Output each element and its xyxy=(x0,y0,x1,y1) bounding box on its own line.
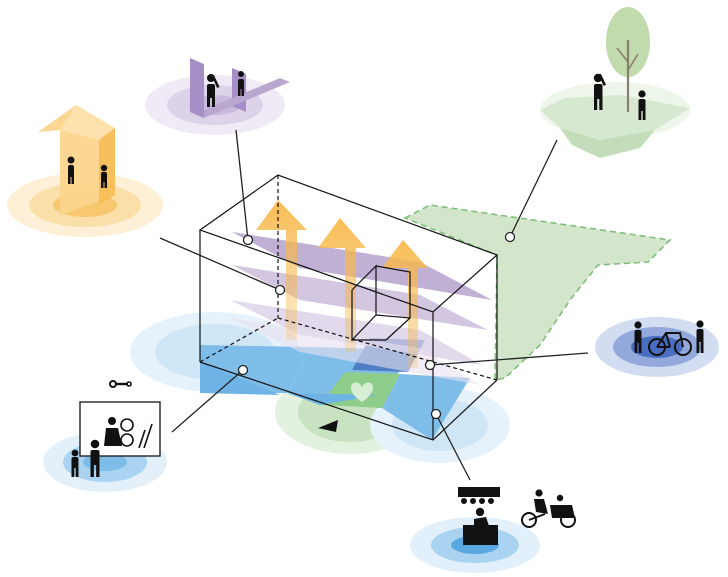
vignette-vertical-growth xyxy=(7,105,163,237)
heart-icon xyxy=(351,382,373,402)
leader-vertical-growth xyxy=(159,237,281,291)
people-icon xyxy=(593,73,646,120)
growth-arrows xyxy=(256,200,428,368)
leader-rooftop xyxy=(235,129,249,241)
bicycle-icon xyxy=(648,332,692,356)
vignette-workshop xyxy=(43,380,167,492)
marker-park xyxy=(504,231,516,243)
tree-icon xyxy=(606,7,650,112)
wrench-icon xyxy=(109,380,132,388)
people-icon xyxy=(634,320,704,353)
marker-workshop xyxy=(237,364,249,376)
people-icon xyxy=(67,156,108,188)
vignette-rooftop xyxy=(145,58,290,135)
people-icon xyxy=(71,417,153,477)
marker-rooftop xyxy=(242,234,254,246)
leader-market xyxy=(435,413,471,481)
workshop-window xyxy=(79,401,161,457)
marker-vertical-growth xyxy=(274,284,286,296)
vignette-market xyxy=(410,487,576,573)
vignette-bicycle xyxy=(595,317,719,377)
entrance-arrow-icon xyxy=(318,420,338,432)
marker-bicycle xyxy=(424,359,436,371)
stair-core xyxy=(351,264,411,342)
vignette-park xyxy=(540,7,690,158)
park-area xyxy=(403,204,672,381)
leader-bicycle xyxy=(429,352,589,366)
leader-park xyxy=(509,139,558,238)
people-icon xyxy=(207,71,244,107)
marker-market xyxy=(430,408,442,420)
leader-workshop xyxy=(171,369,244,433)
cargo-bike-icon xyxy=(521,489,576,528)
market-stall-icon xyxy=(458,487,500,545)
